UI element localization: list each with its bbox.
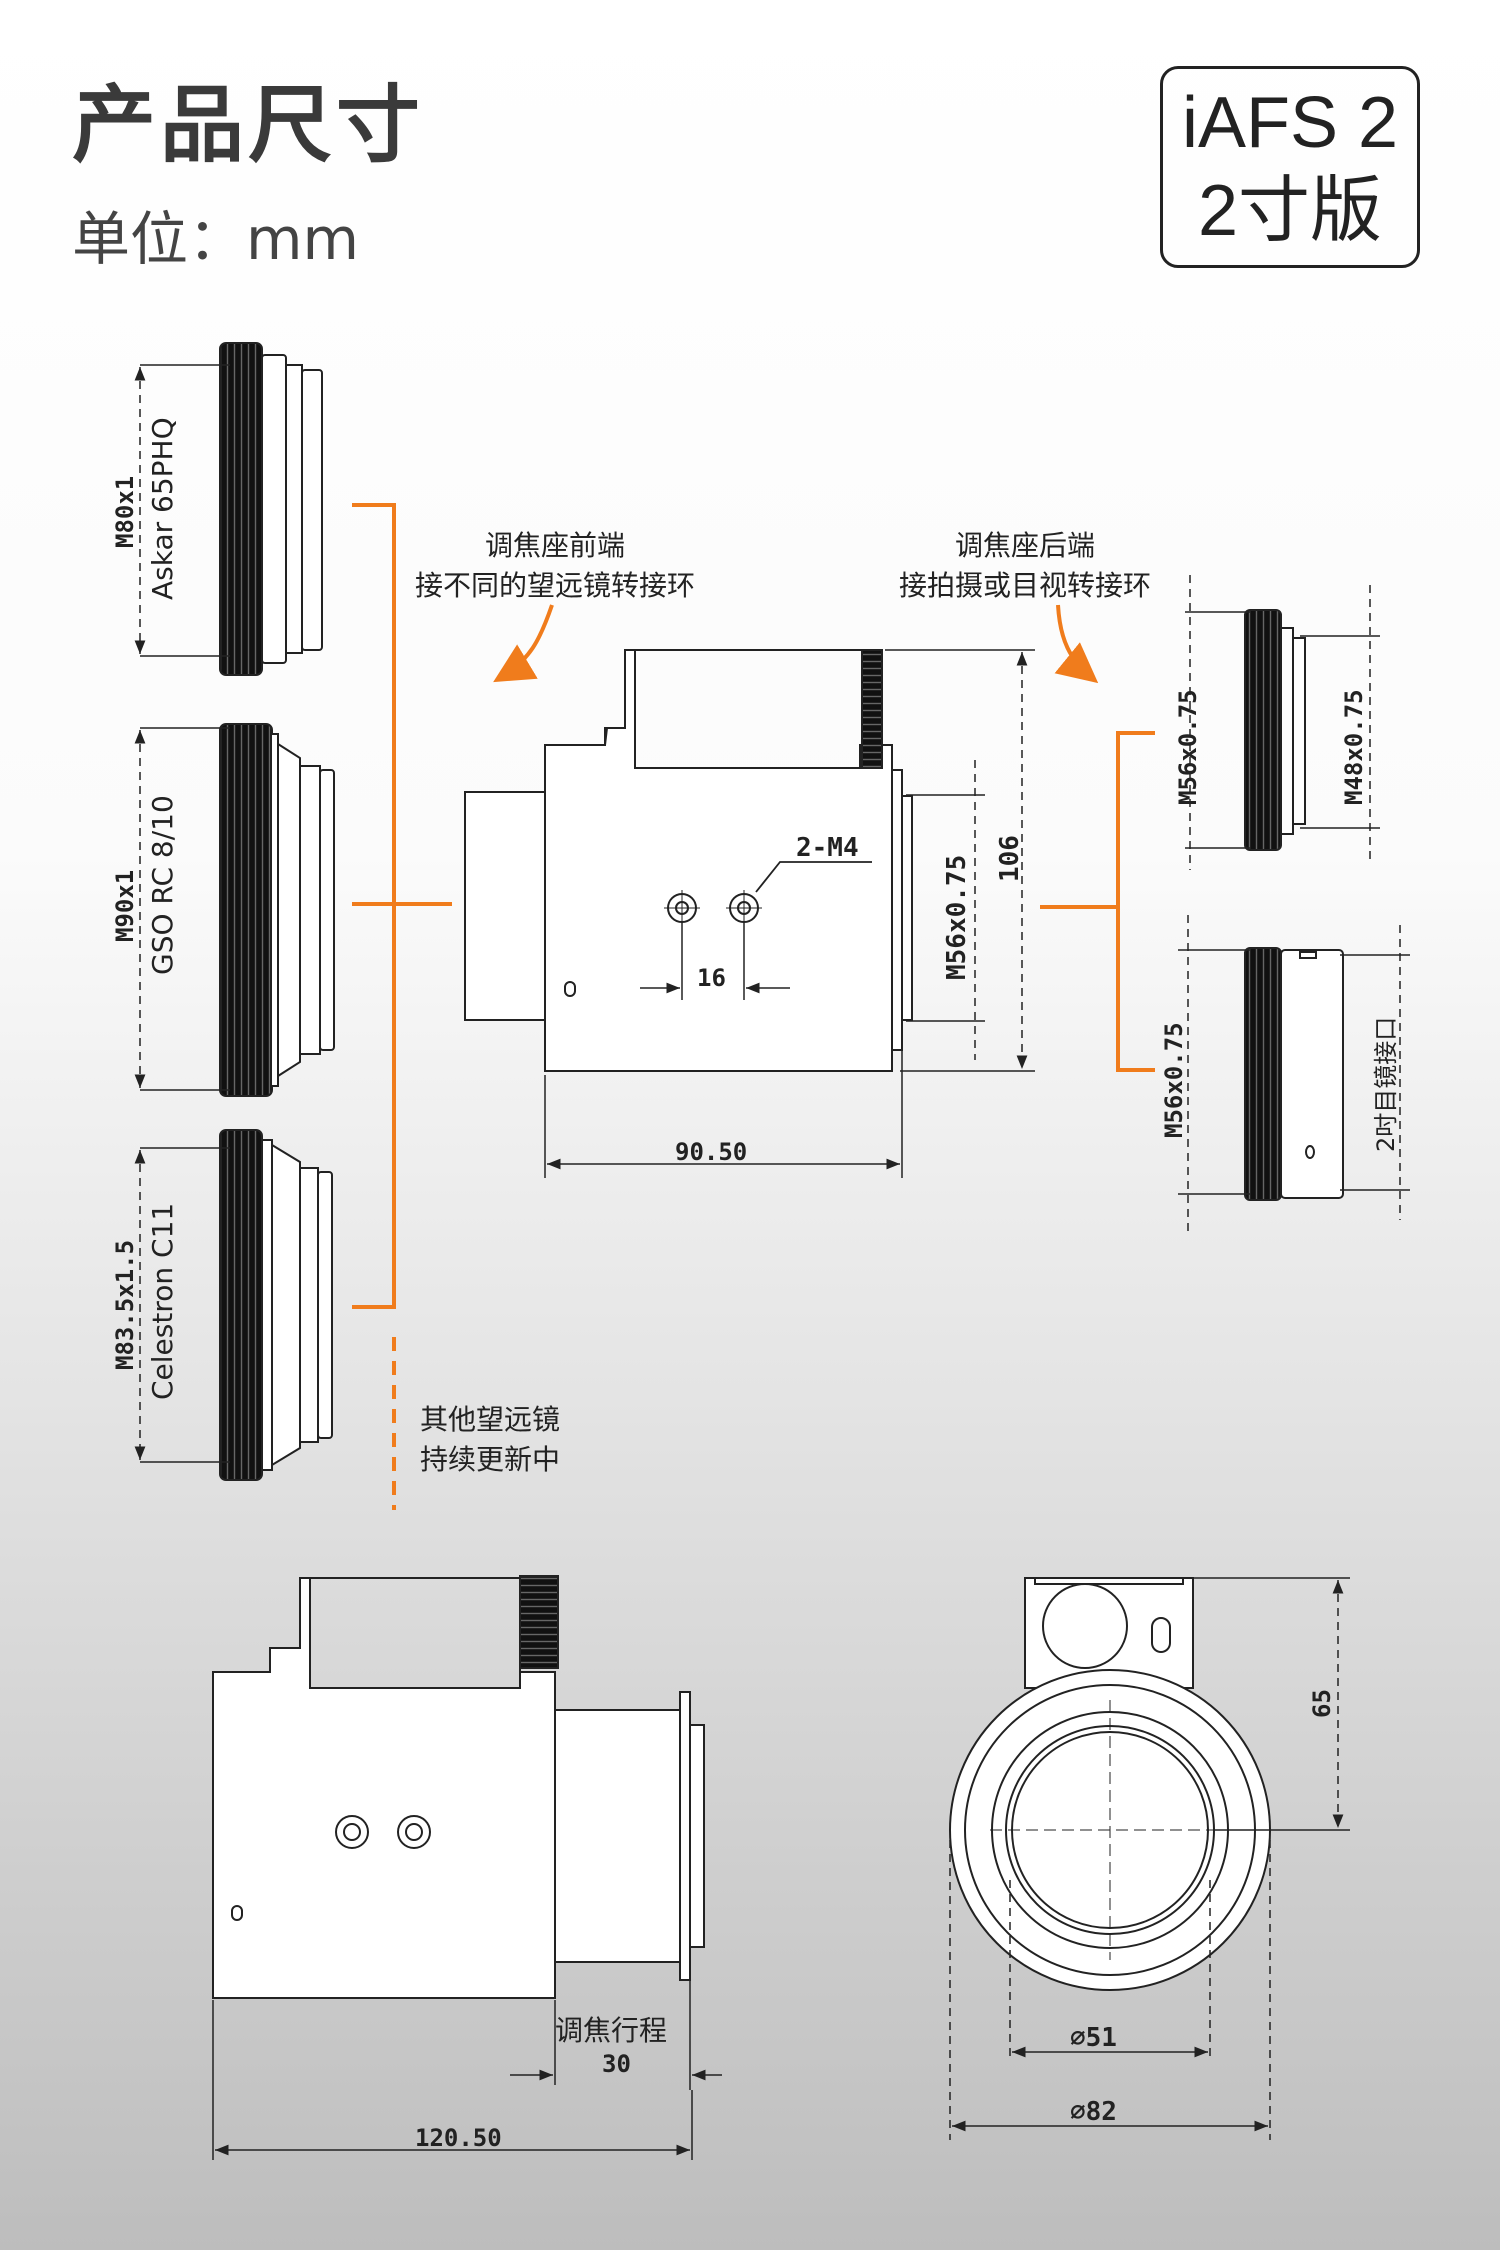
model-name: iAFS 2 xyxy=(1181,83,1399,163)
side-view-dims xyxy=(212,1980,722,2160)
right-orange-bracket xyxy=(1040,731,1155,1072)
inner-diameter-label: ∅51 xyxy=(1070,2023,1117,2053)
rear-adapter-eyepiece xyxy=(1244,947,1344,1201)
rear-note-line1: 调焦座后端 xyxy=(954,529,1095,562)
other-note-line1: 其他望远镜 xyxy=(420,1403,561,1436)
rear-thread-label: M56x0.75 xyxy=(942,855,972,980)
adapter-ring-askar xyxy=(219,342,323,676)
other-note-line2: 持续更新中 xyxy=(420,1443,561,1476)
rear-note-line2: 接拍摄或目视转接环 xyxy=(898,569,1151,602)
rear-adapter-eyepiece-dims xyxy=(1178,915,1410,1235)
askar-scope-label: Askar 65PHQ xyxy=(146,417,179,600)
photo-adapter-rear-thread: M48x0.75 xyxy=(1340,689,1368,805)
unit-label: 单位：mm xyxy=(72,205,359,273)
model-size: 2寸版 xyxy=(1197,171,1383,251)
length-label: 90.50 xyxy=(675,1138,747,1166)
front-arrow xyxy=(493,604,554,683)
other-scopes-note: 其他望远镜 持续更新中 xyxy=(420,1400,560,1480)
eyepiece-adapter-thread: M56x0.75 xyxy=(1160,1022,1188,1138)
model-badge: iAFS 2 2寸版 xyxy=(1160,66,1420,268)
left-orange-bracket xyxy=(352,503,452,1510)
celestron-scope-label: Celestron C11 xyxy=(146,1203,179,1400)
gso-thread-label: M90x1 xyxy=(111,870,139,942)
rear-adapter-photo xyxy=(1244,609,1306,851)
travel-value: 30 xyxy=(602,2050,631,2078)
height-dim xyxy=(885,649,1035,1072)
celestron-thread-label: M83.5x1.5 xyxy=(111,1240,139,1370)
askar-thread-label: M80x1 xyxy=(111,476,139,548)
rear-end-note: 调焦座后端 接拍摄或目视转接环 xyxy=(865,526,1185,606)
adapter-ring-celestron xyxy=(219,1129,333,1481)
hole-spacing-label: 16 xyxy=(697,964,726,992)
height-label: 106 xyxy=(995,835,1025,882)
adapter-ring-gso xyxy=(219,723,335,1097)
rear-adapter-photo-dims xyxy=(1185,575,1380,870)
hole-spacing-dim xyxy=(640,922,790,1000)
front-view-centerlines xyxy=(990,1700,1230,1960)
page-title: 产品尺寸 xyxy=(72,76,425,174)
outer-diameter-label: ∅82 xyxy=(1070,2097,1117,2127)
focuser-main-view xyxy=(464,649,913,1072)
front-height-label: 65 xyxy=(1308,1689,1336,1718)
front-end-note: 调焦座前端 接不同的望远镜转接环 xyxy=(395,526,715,606)
focuser-front-view xyxy=(949,1577,1271,1991)
screw-leader xyxy=(755,861,872,893)
rear-arrow xyxy=(1054,604,1099,684)
length-dim xyxy=(544,1050,903,1178)
left-adapter-dims xyxy=(134,364,230,1463)
side-length-label: 120.50 xyxy=(415,2124,502,2152)
rear-thread-dim xyxy=(906,760,985,1060)
photo-adapter-front-thread: M56x0.75 xyxy=(1174,689,1202,805)
front-view-dims xyxy=(949,1577,1350,2140)
focuser-main-centerlines xyxy=(664,890,762,926)
travel-label: 调焦行程 xyxy=(555,2014,667,2047)
focuser-side-view xyxy=(212,1575,705,1999)
front-note-line1: 调焦座前端 xyxy=(484,529,625,562)
eyepiece-interface-label: 2吋目镜接口 xyxy=(1372,1017,1400,1152)
gso-scope-label: GSO RC 8/10 xyxy=(146,795,179,975)
front-note-line2: 接不同的望远镜转接环 xyxy=(414,569,695,602)
screw-label: 2-M4 xyxy=(796,833,859,863)
